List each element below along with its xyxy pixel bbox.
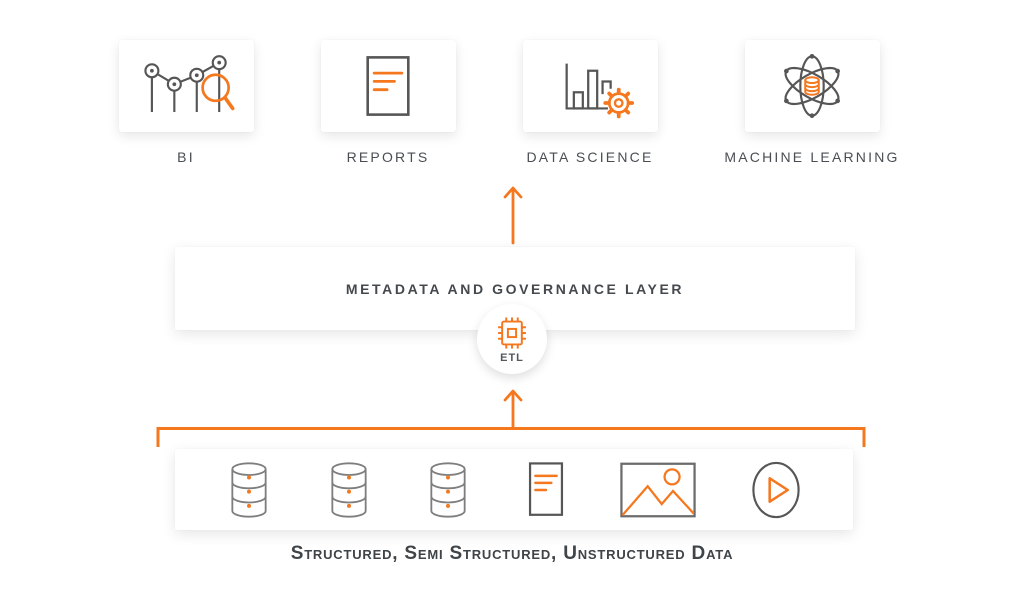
document-icon: [528, 461, 563, 516]
database-icon: [331, 461, 367, 518]
report-document-icon: [366, 56, 410, 116]
output-data-science: DATA SCIENCE: [490, 40, 690, 165]
processor-chip-icon: [498, 316, 526, 349]
metadata-governance-layer: METADATA AND GOVERNANCE LAYER: [175, 247, 855, 330]
database-icon: [430, 461, 466, 518]
output-label-machine-learning: MACHINE LEARNING: [724, 149, 900, 165]
arrow-up-to-outputs: [503, 186, 523, 245]
bi-card: [118, 40, 254, 132]
bar-chart-gear-icon: [565, 63, 635, 119]
output-label-bi: BI: [177, 149, 195, 165]
image-icon: [620, 462, 696, 517]
sources-bracket: [156, 427, 866, 447]
database-icon: [231, 461, 268, 518]
governance-label: METADATA AND GOVERNANCE LAYER: [345, 280, 685, 297]
sources-box: [175, 449, 853, 530]
etl-badge: ETL: [477, 304, 547, 374]
bi-analytics-search-icon: [144, 55, 235, 113]
output-label-reports: REPORTS: [346, 149, 430, 165]
atom-database-icon: [784, 53, 840, 119]
arrow-up-to-etl: [503, 389, 523, 428]
sources-label: Structured, Semi Structured, Unstructure…: [290, 543, 734, 564]
output-label-data-science: DATA SCIENCE: [526, 149, 654, 165]
output-reports: REPORTS: [288, 40, 488, 165]
etl-label: ETL: [500, 351, 524, 364]
output-machine-learning: MACHINE LEARNING: [712, 40, 912, 165]
video-play-icon: [751, 461, 800, 518]
data-science-card: [522, 40, 658, 132]
reports-card: [320, 40, 456, 132]
output-bi: BI: [86, 40, 286, 165]
machine-learning-card: [744, 40, 880, 132]
